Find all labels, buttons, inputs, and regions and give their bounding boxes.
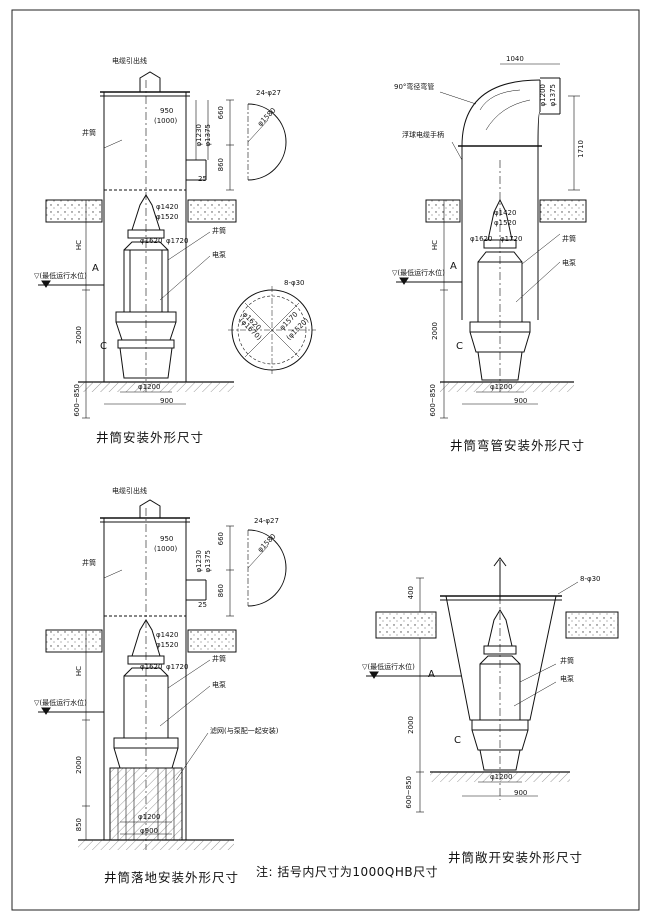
d4-well-pipe-label: 井筒	[560, 657, 574, 665]
d1-dim-25: 25	[198, 175, 207, 183]
d4-dim-900: 900	[514, 789, 528, 797]
d1-dim-950-alt: (1000)	[154, 117, 178, 125]
d1-slab-left	[45, 199, 103, 223]
diagram-4-geometry	[366, 557, 619, 813]
d2-dim-1710: 1710	[577, 140, 585, 158]
d2-caption: 井筒弯管安装外形尺寸	[450, 438, 586, 453]
d1-motor-pump-label: 电泵	[212, 251, 226, 259]
d1-dim-1230: φ1230	[195, 124, 203, 147]
d1-dim-a: A	[92, 263, 99, 274]
d3-dim-1720: φ1720	[166, 663, 189, 671]
d3-dim-holes: 24-φ27	[254, 517, 279, 525]
d2-dim-1375: φ1375	[549, 84, 557, 107]
d4-dim-2000: 2000	[407, 716, 415, 734]
d4-motor-pump-label: 电泵	[560, 675, 574, 683]
d2-dim-900: 900	[514, 397, 528, 405]
d4-dim-a: A	[428, 669, 435, 680]
d1-dim-1375: φ1375	[204, 124, 212, 147]
d1-caption: 井筒安装外形尺寸	[96, 430, 205, 445]
d1-well-pipe-label: 井筒	[82, 129, 96, 137]
d1-flange-holes: 8-φ30	[284, 279, 305, 287]
d2-dim-1200b: φ1200	[490, 383, 513, 391]
d2-dim-1420: φ1420	[494, 209, 517, 217]
d3-dim-900: φ900	[140, 827, 158, 835]
d3-dim-860: 860	[217, 584, 225, 598]
d1-dim-1420: φ1420	[156, 203, 179, 211]
d2-dim-1520: φ1520	[494, 219, 517, 227]
d2-dim-1620: φ1620	[470, 235, 493, 243]
sheet-border	[11, 9, 640, 911]
d2-dim-hc: HC	[431, 240, 439, 251]
d3-dim-1230: φ1230	[195, 550, 203, 573]
d3-dim-1620: φ1620	[140, 663, 163, 671]
d1-dim-2000: 2000	[75, 326, 83, 344]
d2-dim-1200: φ1200	[539, 84, 547, 107]
d3-dim-950: 950	[160, 535, 174, 543]
d1-dim-950: 950	[160, 107, 174, 115]
d3-water-level-label: ▽(最低运行水位)	[34, 699, 87, 707]
d4-water-level-label: ▽(最低运行水位)	[362, 663, 415, 671]
d1-dim-860: 860	[217, 158, 225, 172]
d1-cable-outlet-label: 电缆引出线	[112, 57, 147, 65]
d3-dim-660: 660	[217, 532, 225, 546]
d1-dim-600-850: 600~850	[73, 384, 81, 417]
d3-well-pipe-label: 井筒	[82, 559, 96, 567]
d2-dim-600-850: 600~850	[429, 384, 437, 417]
d2-dim-1720: φ1720	[500, 235, 523, 243]
d3-dim-25: 25	[198, 601, 207, 609]
d2-well-pipe-label: 井筒	[562, 235, 576, 243]
d3-caption: 井筒落地安装外形尺寸	[104, 870, 240, 885]
d1-dim-1520: φ1520	[156, 213, 179, 221]
d3-filter-label: 滤网(与泵配一起安装)	[210, 727, 279, 735]
d1-dim-660: 660	[217, 106, 225, 120]
d1-dim-1620: φ1620	[140, 237, 163, 245]
d4-dim-400: 400	[407, 586, 415, 600]
d3-dim-hc: HC	[75, 666, 83, 677]
d1-dim-c: C	[100, 341, 107, 352]
d4-dim-1200: φ1200	[490, 773, 513, 781]
d3-dim-950-alt: (1000)	[154, 545, 178, 553]
d3-motor-pump-label: 电泵	[212, 681, 226, 689]
diagram-2-geometry	[396, 63, 587, 419]
d1-dim-900: 900	[160, 397, 174, 405]
d2-dim-a: A	[450, 261, 457, 272]
d2-elbow-label: 90°弯径弯管	[394, 83, 435, 91]
d3-dim-1420: φ1420	[156, 631, 179, 639]
d2-water-level-label: ▽(最低运行水位)	[392, 269, 445, 277]
d4-dim-600-850: 600~850	[405, 776, 413, 809]
d3-dim-1520: φ1520	[156, 641, 179, 649]
d3-dim-2000: 2000	[75, 756, 83, 774]
d1-dim-holes: 24-φ27	[256, 89, 281, 97]
d2-dim-c: C	[456, 341, 463, 352]
dimension-note: 注: 括号内尺寸为1000QHB尺寸	[256, 865, 439, 879]
d3-cable-outlet-label: 电缆引出线	[112, 487, 147, 495]
d2-dim-2000: 2000	[431, 322, 439, 340]
d2-dim-1040: 1040	[506, 55, 524, 63]
d3-dim-1200: φ1200	[138, 813, 161, 821]
d1-dim-1720: φ1720	[166, 237, 189, 245]
d3-well-pipe-label-2: 井筒	[212, 655, 226, 663]
d1-slab-right	[187, 199, 237, 223]
diagram-3-geometry	[38, 499, 287, 850]
d1-well-pipe-label-2: 井筒	[212, 227, 226, 235]
d1-water-level-label: ▽(最低运行水位)	[34, 272, 87, 280]
d2-float-switch-label: 浮球电缆手柄	[402, 131, 444, 139]
d2-motor-pump-label: 电泵	[562, 259, 576, 267]
d1-dim-hc: HC	[75, 240, 83, 251]
d4-dim-c: C	[454, 735, 461, 746]
d4-dim-holes: 8-φ30	[580, 575, 601, 583]
d4-caption: 井筒敞开安装外形尺寸	[448, 850, 584, 865]
d1-dim-1200: φ1200	[138, 383, 161, 391]
d3-dim-1375: φ1375	[204, 550, 212, 573]
diagram-1-geometry	[38, 71, 316, 419]
d3-dim-850: 850	[75, 818, 83, 832]
